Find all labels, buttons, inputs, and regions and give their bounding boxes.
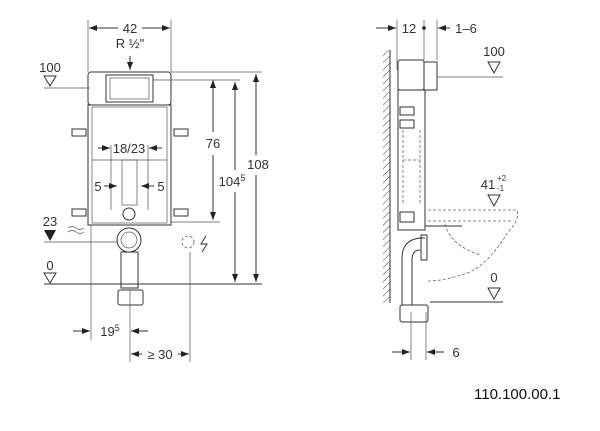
drain-outlet: [117, 289, 144, 306]
water-flow-icon: [67, 226, 85, 234]
dim-6: 6: [452, 345, 459, 360]
dim-76: 76: [206, 136, 220, 151]
bracket: [71, 208, 87, 217]
wall: [383, 50, 390, 303]
lightning-icon: [200, 235, 208, 253]
frame-body: [87, 104, 172, 226]
side-level-100: 100: [483, 44, 505, 59]
side-level-0: 0: [490, 270, 497, 285]
dim-5-left: 5: [94, 179, 101, 194]
frame-side: [397, 89, 426, 231]
dim-108: 108: [247, 157, 269, 172]
cistern-side: [397, 59, 425, 91]
tolerance-plus: +2: [497, 174, 507, 183]
drain-pipe: [120, 251, 139, 289]
tolerance-minus: -1: [497, 184, 505, 193]
bracket: [71, 128, 87, 137]
dim-104-5: 1045: [219, 173, 246, 189]
connection-label: R ½": [116, 36, 145, 51]
drain-bend: [116, 227, 142, 253]
dim-1-6: 1–6: [455, 21, 477, 36]
actuator-panel: [105, 74, 154, 103]
electric-socket-icon: [181, 235, 195, 249]
drain-outlet-side: [399, 304, 429, 323]
side-level-41: 41: [481, 177, 495, 192]
dim-12: 12: [402, 21, 416, 36]
dim-19-5: 195: [100, 323, 119, 339]
level-23: 23: [43, 214, 57, 229]
front-view: 42 R ½" 18/23 5 5: [39, 20, 269, 362]
level-0: 0: [46, 258, 53, 273]
level-100: 100: [39, 60, 61, 75]
cistern-top: [87, 71, 172, 106]
part-number: 110.100.00.1: [474, 386, 561, 403]
bracket: [173, 208, 189, 217]
dim-width-42: 42: [123, 21, 137, 36]
dim-min-30: ≥ 30: [147, 347, 172, 362]
wc-bowl-outline: [427, 209, 518, 282]
dim-18-23: 18/23: [113, 141, 146, 156]
side-view: 12 1–6 100 41 +2 -1 0 6: [376, 20, 518, 360]
drain-pipe-side: [401, 237, 425, 305]
bracket: [173, 128, 189, 137]
dim-5-right: 5: [157, 179, 164, 194]
actuator-side: [423, 61, 438, 91]
